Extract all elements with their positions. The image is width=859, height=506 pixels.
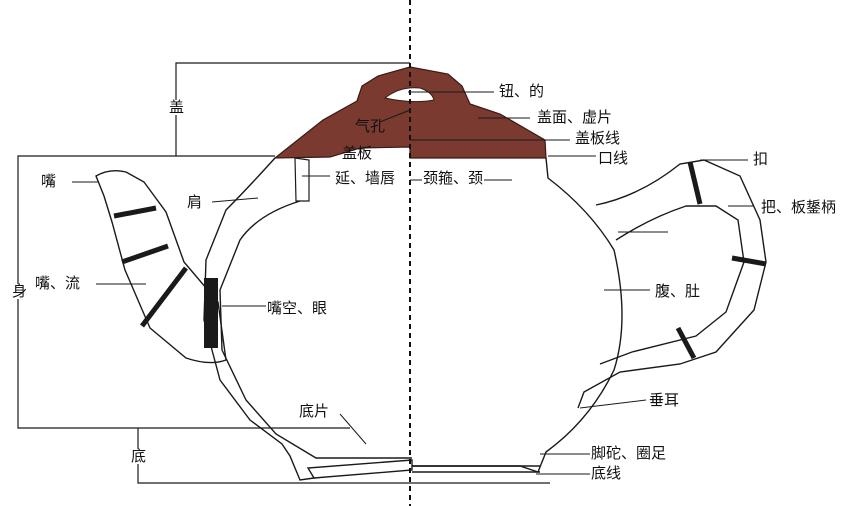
- teapot-body: [203, 157, 623, 481]
- label-lid-surface: 盖面、虚片: [536, 108, 614, 126]
- label-spout: 嘴: [40, 172, 58, 190]
- label-lid-board: 盖板: [342, 144, 373, 162]
- label-lid: 盖: [168, 98, 186, 116]
- label-foot-ring: 脚砣、圈足: [590, 444, 668, 462]
- teapot-handle: [577, 159, 767, 409]
- label-shoulder: 肩: [186, 193, 204, 211]
- label-belly: 腹、肚: [654, 282, 702, 300]
- label-buckle: 扣: [752, 150, 770, 168]
- label-handle: 把、板鋬柄: [760, 198, 838, 216]
- label-knob: 钮、的: [498, 82, 546, 100]
- label-base: 底: [130, 447, 148, 465]
- label-lid-board-line: 盖板线: [574, 129, 622, 147]
- label-neck: 颈箍、颈: [422, 169, 485, 187]
- label-base-line: 底线: [590, 464, 623, 482]
- label-spout-flow: 嘴、流: [34, 274, 82, 292]
- label-rim-wall-lip: 延、墙唇: [334, 169, 397, 187]
- label-mouth-line: 口线: [597, 149, 630, 167]
- label-air-hole: 气孔: [355, 117, 386, 135]
- label-drop-ear: 垂耳: [648, 391, 681, 409]
- label-body: 身: [11, 282, 29, 300]
- label-base-plate: 底片: [298, 402, 331, 420]
- teapot-spout: [95, 169, 227, 364]
- label-spout-hole: 嘴空、眼: [266, 299, 329, 317]
